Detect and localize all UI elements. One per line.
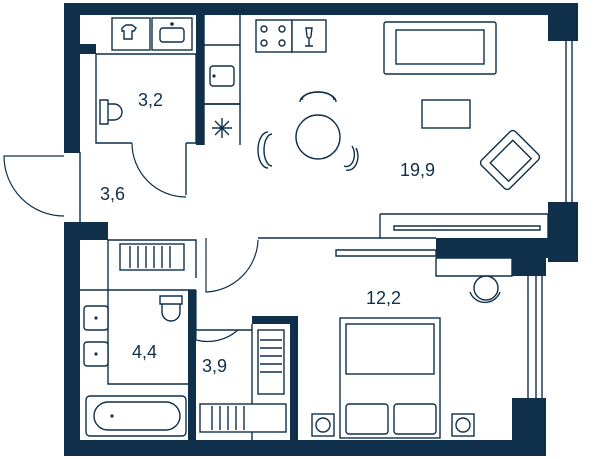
wardrobe: 3,9 [199, 329, 287, 433]
room-area-bedroom: 12,2 [366, 288, 401, 308]
partitions [79, 41, 573, 440]
dining-table [257, 91, 359, 171]
bedroom-door [205, 238, 259, 293]
bathtub-icon [85, 395, 187, 437]
hall: 3,6 [100, 184, 125, 204]
room-area-wc: 3,2 [138, 90, 163, 110]
snowflake-icon [212, 118, 232, 138]
desk-chair-icon [469, 275, 501, 304]
room-area-bath: 4,4 [132, 342, 157, 362]
tshirt-icon [121, 24, 137, 40]
room-area-hall: 3,6 [100, 184, 125, 204]
walls [64, 3, 578, 456]
armchair-icon [479, 129, 541, 191]
entrance-door [3, 155, 65, 217]
bedroom: 12,2 [311, 275, 501, 439]
bathroom: 4,4 [80, 243, 188, 437]
table-icon [421, 99, 471, 129]
kitchen [203, 15, 327, 145]
wc-fixtures: 3,2 [99, 17, 193, 125]
sofa-icon [383, 21, 497, 75]
room-area-living: 19,9 [400, 160, 435, 180]
wc-door [131, 142, 187, 198]
living-room: 19,9 [257, 21, 541, 231]
toilet-icon [159, 295, 183, 322]
sink-icon [209, 65, 235, 87]
doors [3, 142, 259, 343]
stove-icon [255, 19, 293, 53]
bath-door [195, 290, 239, 343]
radiator-icon [257, 329, 285, 395]
wine-glass-icon [305, 27, 313, 47]
washing-machine-icon [159, 27, 185, 43]
room-area-wardrobe: 3,9 [202, 356, 227, 376]
toilet-icon [99, 99, 123, 125]
bed-icon [339, 317, 441, 439]
radiator-icon [119, 243, 185, 271]
